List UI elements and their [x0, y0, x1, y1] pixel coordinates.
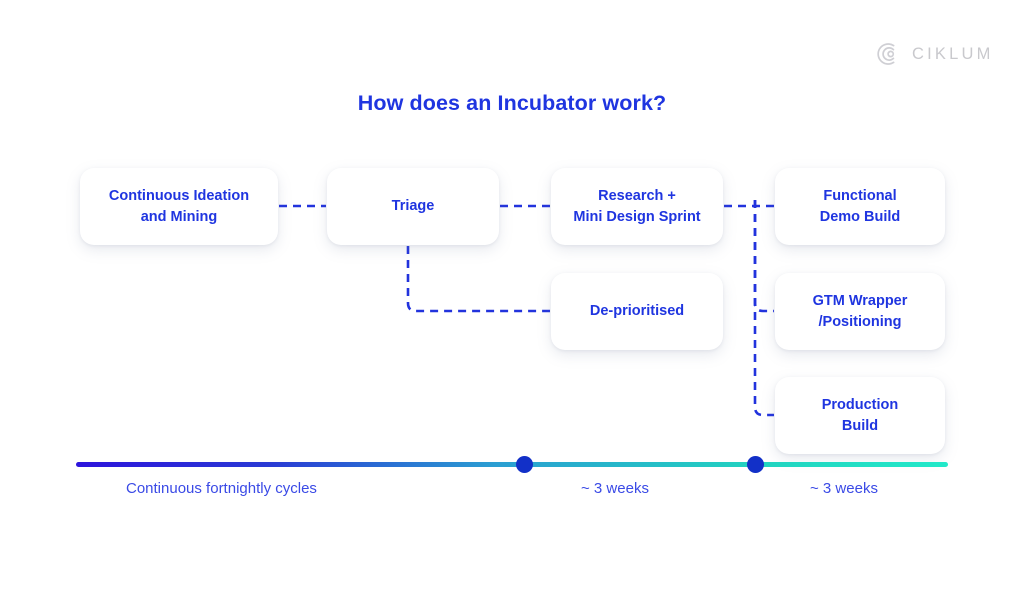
card-label: Continuous Ideation and Mining: [108, 187, 250, 225]
card-label: Functional Demo Build: [819, 187, 901, 225]
card-triage[interactable]: Triage: [327, 168, 499, 245]
connector-trunk-to-production-build: [753, 200, 774, 417]
card-production-build[interactable]: Production Build: [775, 377, 945, 454]
card-continuous-ideation[interactable]: Continuous Ideation and Mining: [80, 168, 278, 245]
card-label: Triage: [391, 198, 435, 215]
card-label: GTM Wrapper /Positioning: [812, 292, 908, 330]
timeline-label-continuous: Continuous fortnightly cycles: [126, 480, 317, 497]
brand-wordmark: CIKLUM: [912, 44, 994, 63]
timeline-label-three-weeks-1: ~ 3 weeks: [581, 480, 649, 497]
card-functional-demo-build[interactable]: Functional Demo Build: [775, 168, 945, 245]
timeline-label-three-weeks-2: ~ 3 weeks: [810, 480, 878, 497]
ciklum-c-mark-icon: [877, 43, 895, 65]
brand-logo: CIKLUM: [875, 41, 994, 67]
page-title: How does an Incubator work?: [357, 91, 667, 115]
connector-triage-to-deprioritised: [406, 246, 550, 313]
timeline-track: [76, 462, 948, 467]
card-label: Production Build: [821, 396, 899, 434]
timeline-marker-2[interactable]: [747, 456, 764, 473]
timeline-marker-1[interactable]: [516, 456, 533, 473]
card-research-mini-design-sprint[interactable]: Research + Mini Design Sprint: [551, 168, 723, 245]
card-label: De-prioritised: [589, 303, 685, 320]
card-gtm-wrapper-positioning[interactable]: GTM Wrapper /Positioning: [775, 273, 945, 350]
card-label: Research + Mini Design Sprint: [573, 187, 701, 225]
card-de-prioritised[interactable]: De-prioritised: [551, 273, 723, 350]
connector-trunk-to-gtm-wrapper: [753, 200, 774, 313]
